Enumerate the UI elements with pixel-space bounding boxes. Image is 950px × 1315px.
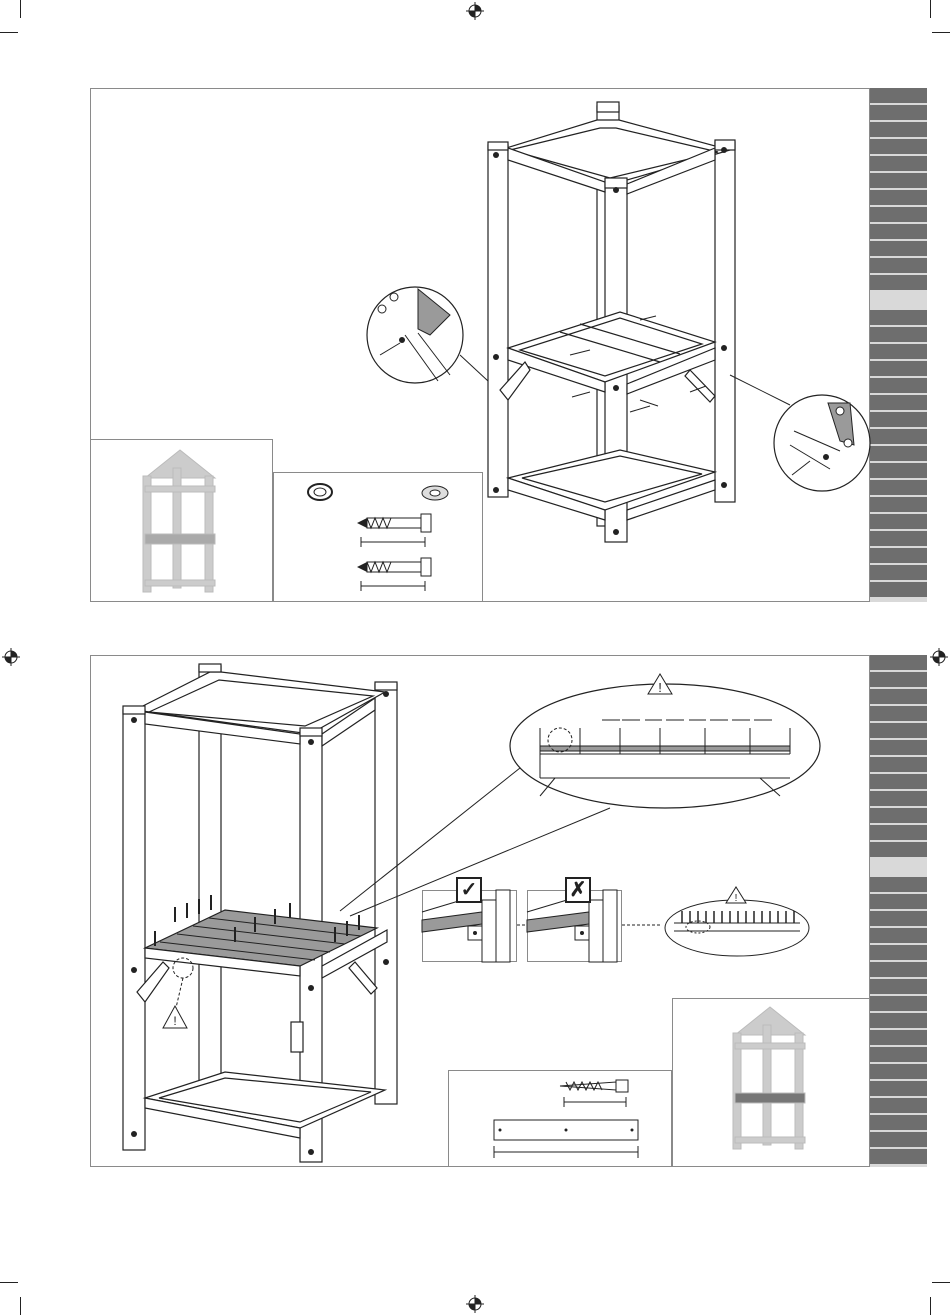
check-icon: ✓ — [456, 877, 482, 903]
section-tab — [870, 808, 927, 823]
lag-screw-icon — [355, 556, 435, 596]
warning-symbol-text: ! — [735, 893, 738, 904]
screw-row-magnifier: ! — [662, 883, 812, 958]
registration-target-icon — [2, 648, 20, 666]
section-tab — [870, 514, 927, 529]
section-tab — [870, 582, 927, 597]
lag-screw-icon — [355, 512, 435, 552]
step-1-tab-strip — [870, 88, 927, 602]
section-tab — [870, 88, 927, 103]
flat-washer-icon — [420, 484, 450, 502]
section-tab — [870, 531, 927, 546]
playhouse-thumbnail-icon — [135, 448, 225, 598]
section-tab — [870, 139, 927, 154]
wood-screw-icon — [556, 1076, 636, 1110]
section-tab — [870, 723, 927, 738]
section-tab — [870, 979, 927, 994]
section-tab — [870, 791, 927, 806]
section-tab — [870, 706, 927, 721]
section-tab — [870, 310, 927, 325]
section-tab — [870, 412, 927, 427]
section-tab — [870, 344, 927, 359]
section-tab — [870, 825, 927, 840]
section-tab — [870, 327, 927, 342]
section-tab — [870, 565, 927, 580]
section-tab — [870, 1115, 927, 1130]
section-tab — [870, 1064, 927, 1079]
warning-symbol-text: ! — [658, 680, 662, 695]
section-tab — [870, 996, 927, 1011]
section-tab — [870, 105, 927, 120]
detail-magnifier — [360, 285, 490, 385]
section-tab — [870, 877, 927, 892]
section-tab — [870, 774, 927, 789]
section-tab — [870, 911, 927, 926]
playhouse-thumbnail-icon — [725, 1005, 815, 1155]
section-tab — [870, 190, 927, 205]
section-tab — [870, 395, 927, 410]
section-tab — [870, 173, 927, 188]
section-tab — [870, 1132, 927, 1147]
section-tab — [870, 224, 927, 239]
section-tab — [870, 1013, 927, 1028]
registration-target-icon — [930, 648, 948, 666]
section-tab — [870, 241, 927, 256]
section-tab — [870, 1098, 927, 1113]
section-tab — [870, 497, 927, 512]
section-tab — [870, 446, 927, 461]
section-tab — [870, 842, 927, 857]
detail-magnifier — [730, 375, 870, 495]
spring-washer-icon — [306, 482, 334, 502]
section-tab — [870, 275, 927, 290]
cross-icon: ✗ — [565, 877, 591, 903]
section-tab — [870, 740, 927, 755]
section-tab — [870, 962, 927, 977]
section-tab — [870, 945, 927, 960]
registration-target-icon — [466, 2, 484, 20]
tower-frame-drawing — [480, 100, 760, 550]
section-tab — [870, 122, 927, 137]
floor-board-icon — [492, 1118, 642, 1162]
section-tab — [870, 1030, 927, 1045]
dashed-connector — [517, 920, 667, 930]
section-tab — [870, 480, 927, 495]
section-tab — [870, 1047, 927, 1062]
section-tab — [870, 429, 927, 444]
section-tab — [870, 207, 927, 222]
section-tab — [870, 1081, 927, 1096]
warning-symbol-text: ! — [173, 1014, 176, 1028]
section-tab — [870, 378, 927, 393]
section-tab — [870, 258, 927, 273]
section-tab — [870, 463, 927, 478]
step-2-tab-strip — [870, 655, 927, 1167]
section-tab — [870, 655, 927, 670]
section-tab — [870, 689, 927, 704]
section-tab — [870, 548, 927, 563]
section-tab — [870, 1149, 927, 1164]
section-tab — [870, 757, 927, 772]
registration-target-icon — [466, 1295, 484, 1313]
section-tab — [870, 361, 927, 376]
section-tab — [870, 928, 927, 943]
section-tab — [870, 156, 927, 171]
section-tab — [870, 672, 927, 687]
section-tab — [870, 894, 927, 909]
